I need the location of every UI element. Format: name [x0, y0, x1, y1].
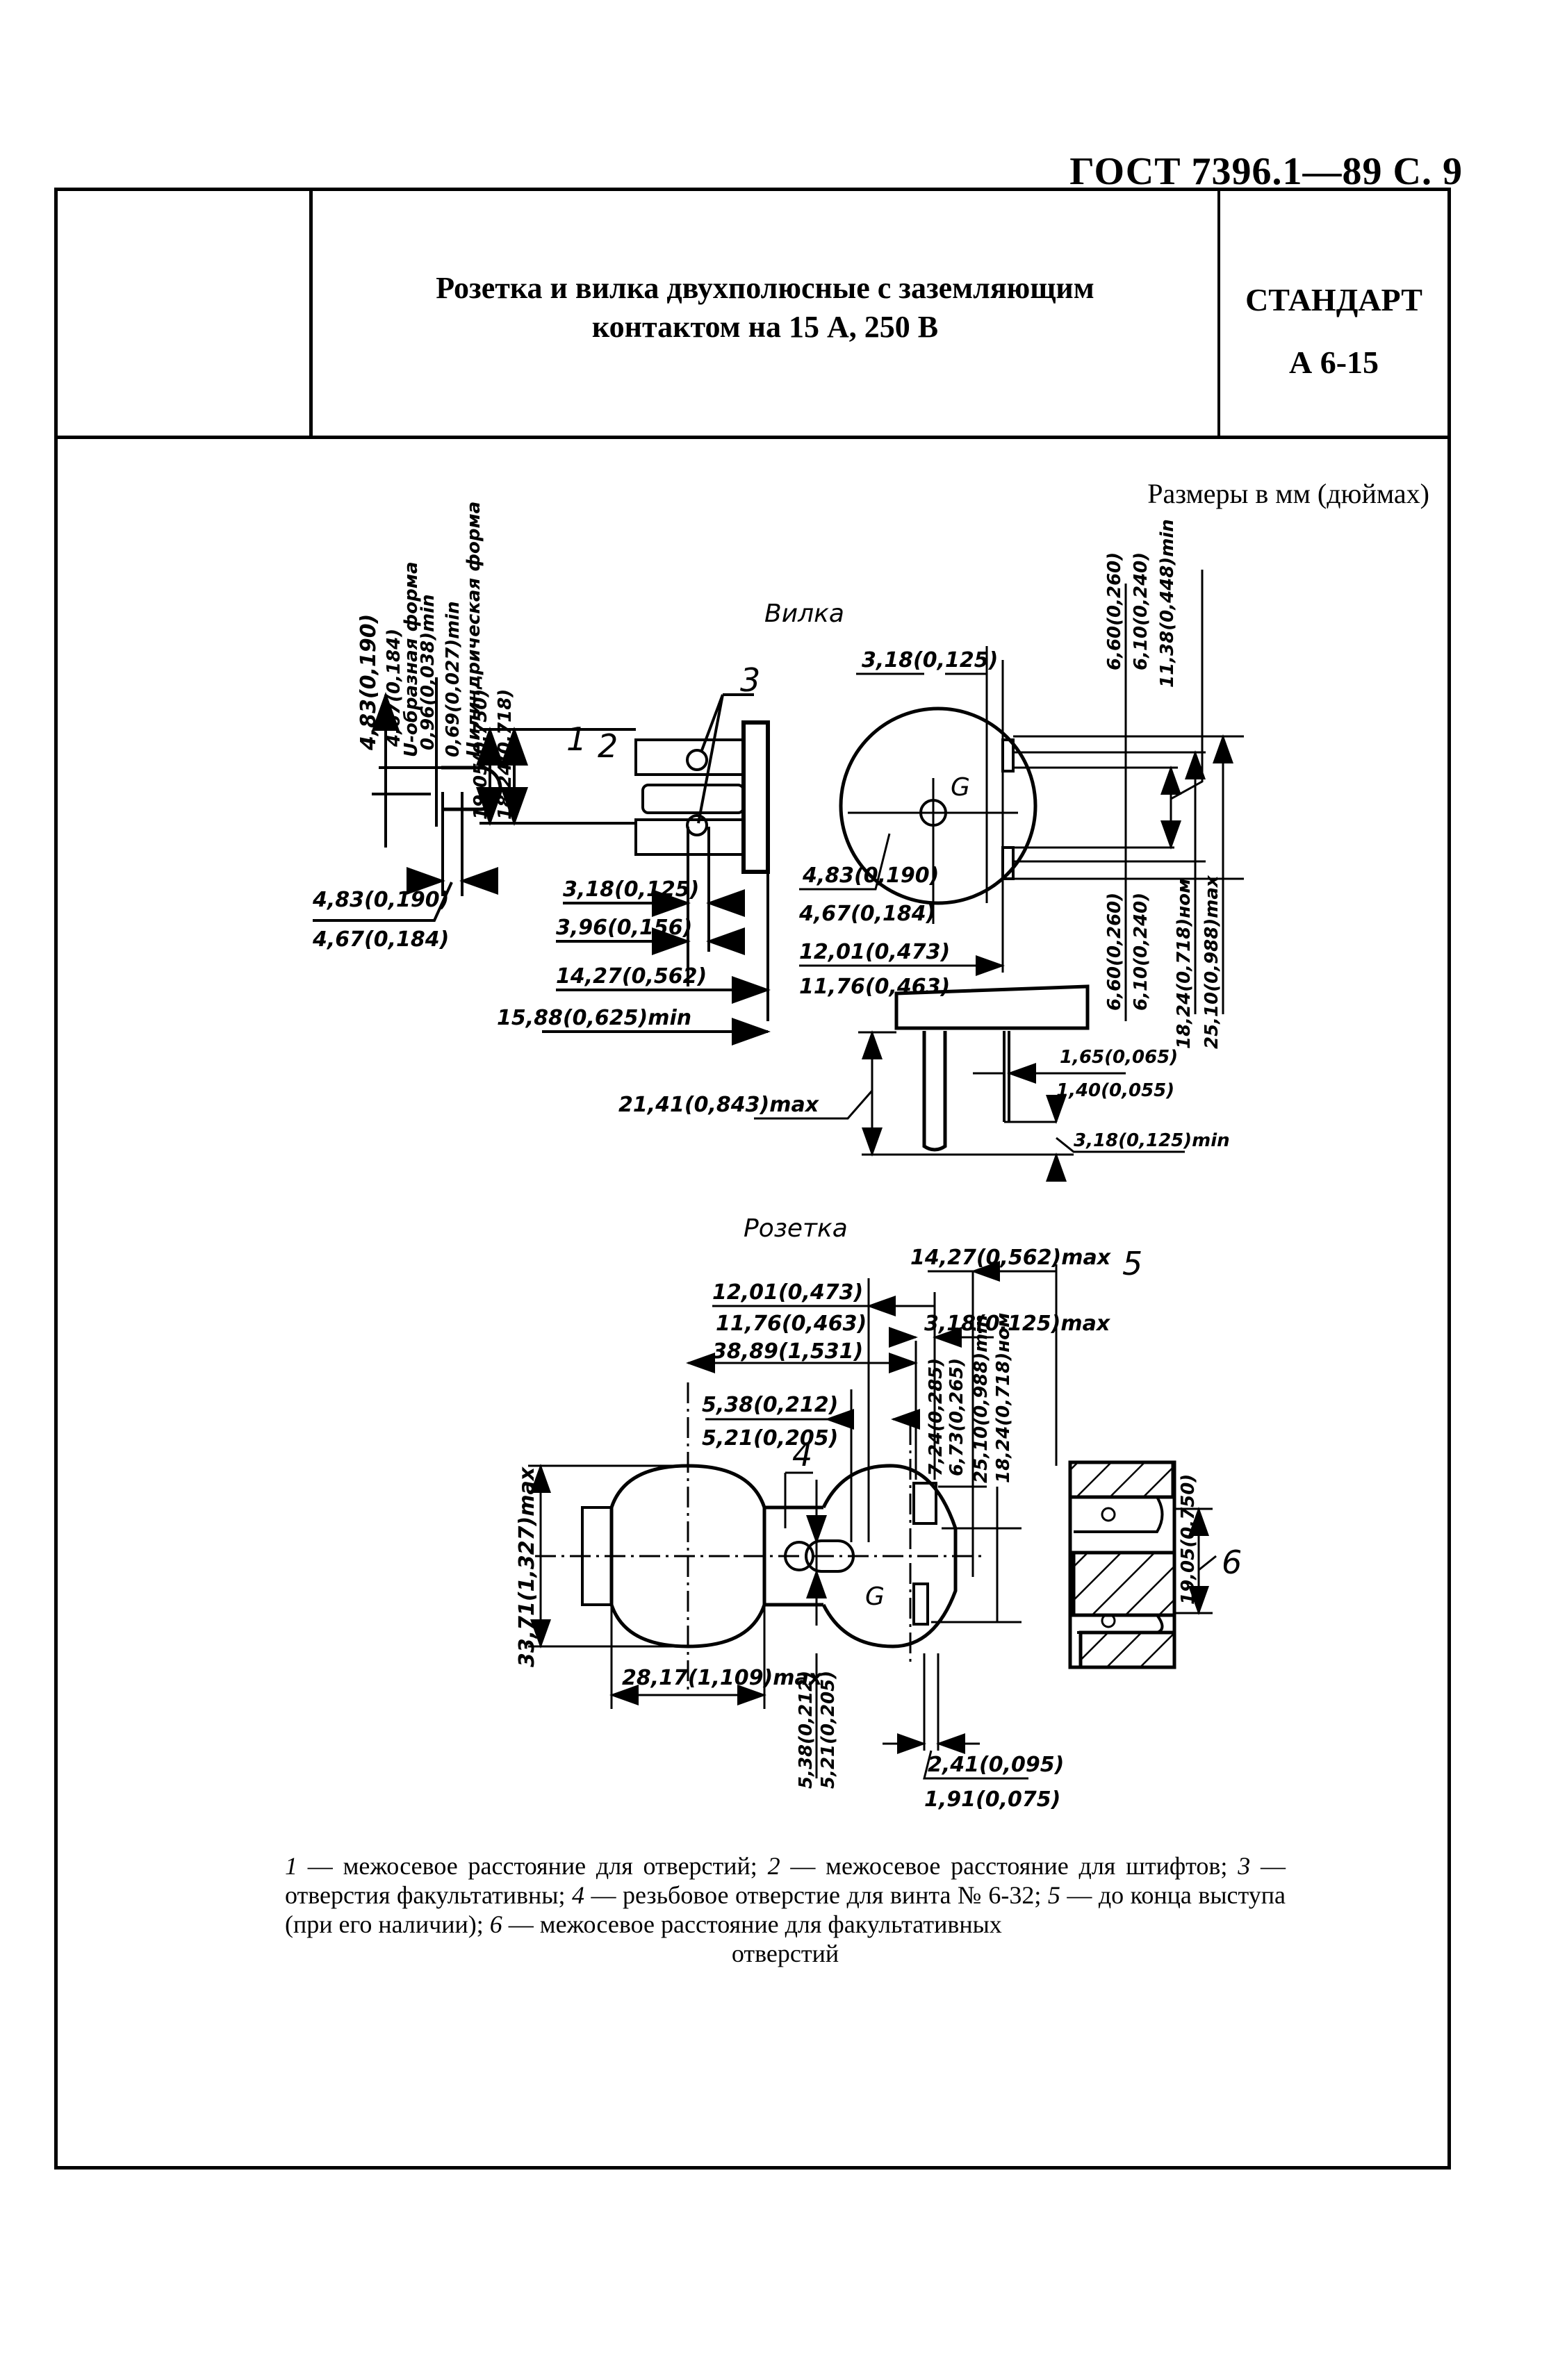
dim-label: 11,76(0,463)	[799, 975, 950, 999]
legend-text: — межосевое расстояние для штифтов;	[780, 1852, 1238, 1880]
dim-label: 18,24(0,718)ном	[993, 1313, 1014, 1483]
dim-label: 4,83(0,190)	[802, 863, 939, 888]
socket-front-view	[528, 1261, 1217, 1780]
callout-3: 3	[740, 661, 760, 699]
legend-number: 4	[571, 1881, 584, 1909]
socket-section-view	[1068, 1460, 1217, 1669]
dim-label: 3,18(0,125)	[563, 877, 699, 902]
standard-code: А 6-15	[1288, 345, 1379, 380]
dim-label: 18,24(0,718)	[495, 689, 516, 820]
dim-label: 4,67(0,184)	[312, 927, 449, 952]
plug-side-view	[476, 693, 771, 1046]
dim-label: 14,27(0,562)	[556, 964, 707, 989]
dim-label: 1,91(0,075)	[924, 1787, 1060, 1812]
legend-number: 6	[489, 1910, 502, 1938]
dim-label: 19,05(0,750)	[1178, 1474, 1199, 1605]
page-frame: Розетка и вилка двухполюсные с заземляющ…	[54, 188, 1451, 2170]
dim-label: 6,10(0,240)	[1131, 893, 1151, 1011]
dim-label: 28,17(1,109)max	[622, 1666, 823, 1690]
plug-bottom-view	[754, 984, 1185, 1182]
dim-label: 2,41(0,095)	[928, 1753, 1064, 1777]
legend-text: — резьбовое отверстие для винта № 6-32;	[584, 1881, 1048, 1909]
dim-label: 5,21(0,205)	[818, 1671, 839, 1789]
ground-label: G	[951, 773, 970, 802]
ground-label: G	[865, 1582, 885, 1611]
dim-label: 4,67(0,184)	[384, 629, 404, 747]
dim-label: 7,24(0,285)	[926, 1358, 946, 1476]
socket-drawing: Розетка	[515, 1214, 1242, 1812]
dim-label: 38,89(1,531)	[712, 1339, 863, 1364]
dim-label: 4,83(0,190)	[312, 888, 449, 912]
dim-label: 25,10(0,988)min	[971, 1314, 992, 1483]
callout-5: 5	[1122, 1245, 1142, 1282]
dim-label: 6,10(0,240)	[1131, 552, 1151, 670]
dim-label: 4,83(0,190)	[356, 614, 381, 751]
u-shape-label: U-образная форма	[401, 561, 422, 757]
legend-text: — межосевое расстояние для отверстий;	[297, 1852, 768, 1880]
standard-title-line-2: контактом на 15 А, 250 В	[591, 310, 939, 344]
dim-label: 15,88(0,625)min	[497, 1006, 691, 1030]
dim-label: 19,05(0,750)	[470, 689, 491, 820]
dim-label: 3,96(0,156)	[556, 916, 692, 940]
dim-label: 3,18(0,125)max	[924, 1312, 1111, 1336]
header-empty-cell	[58, 191, 313, 436]
dim-label: 3,18(0,125)	[862, 648, 998, 672]
legend-text: — до конца выступа (при его наличии);	[285, 1881, 1286, 1938]
callout-4: 4	[792, 1436, 812, 1473]
dim-label: 5,21(0,205)	[702, 1426, 838, 1451]
legend-number: 1	[285, 1852, 297, 1880]
legend-text: — межосевое расстояние для факультативны…	[502, 1910, 1002, 1938]
dim-label: 14,27(0,562)max	[910, 1246, 1112, 1270]
dim-label: 11,38(0,448)min	[1157, 519, 1178, 688]
callout-1: 1	[566, 720, 586, 758]
dim-label: 6,73(0,265)	[946, 1358, 967, 1476]
cylindrical-label: Цилиндрическая форма	[463, 502, 484, 757]
dim-label: 6,60(0,260)	[1104, 552, 1125, 670]
dim-label: 5,38(0,212)	[796, 1671, 817, 1789]
dim-label: 6,60(0,260)	[1104, 893, 1125, 1011]
dim-label: 1,40(0,055)	[1056, 1080, 1174, 1101]
header-title-cell: Розетка и вилка двухполюсные с заземляющ…	[313, 191, 1220, 436]
dim-label: 0,96(0,038)min	[418, 594, 438, 750]
header-divider	[58, 436, 1447, 439]
dim-label: 33,71(1,327)max	[515, 1466, 539, 1667]
dim-label: 3,18(0,125)min	[1074, 1130, 1230, 1151]
callout-6: 6	[1222, 1544, 1242, 1581]
legend-text: отверстий	[731, 1940, 839, 1967]
dim-label: 21,41(0,843)max	[618, 1093, 820, 1117]
callout-2: 2	[598, 727, 618, 765]
legend-number: 2	[767, 1852, 780, 1880]
dim-label: 0,69(0,027)min	[443, 601, 463, 757]
plug-title: Вилка	[764, 600, 844, 628]
dim-label: 25,10(0,988)max	[1201, 875, 1222, 1049]
legend-text: — отверстия факультативны;	[285, 1852, 1286, 1909]
dim-label: 5,38(0,212)	[702, 1393, 838, 1417]
legend-number: 3	[1238, 1852, 1251, 1880]
dim-label: 1,65(0,065)	[1060, 1047, 1178, 1068]
header-standard-cell: СТАНДАРТ А 6-15	[1220, 191, 1447, 436]
legend-number: 5	[1047, 1881, 1060, 1909]
units-note: Размеры в мм (дюймах)	[1147, 478, 1429, 509]
socket-title: Розетка	[744, 1214, 848, 1243]
document-reference: ГОСТ 7396.1—89 С. 9	[1069, 150, 1463, 193]
plug-drawing: Вилка 4,83(0,190) 4,67(0,184) U-образная…	[312, 502, 1244, 1182]
figure-legend: 1 — межосевое расстояние для отверстий; …	[285, 1851, 1286, 1968]
dim-label: 12,01(0,473)	[712, 1280, 863, 1305]
dim-label: 12,01(0,473)	[799, 940, 950, 964]
plug-face-view	[799, 570, 1244, 1021]
standard-title-line-1: Розетка и вилка двухполюсные с заземляющ…	[436, 271, 1094, 305]
dim-label: 4,67(0,184)	[798, 902, 935, 926]
dim-label: 18,24(0,718)ном	[1174, 879, 1195, 1049]
standard-label: СТАНДАРТ	[1245, 282, 1422, 317]
dim-label: 11,76(0,463)	[716, 1312, 867, 1336]
